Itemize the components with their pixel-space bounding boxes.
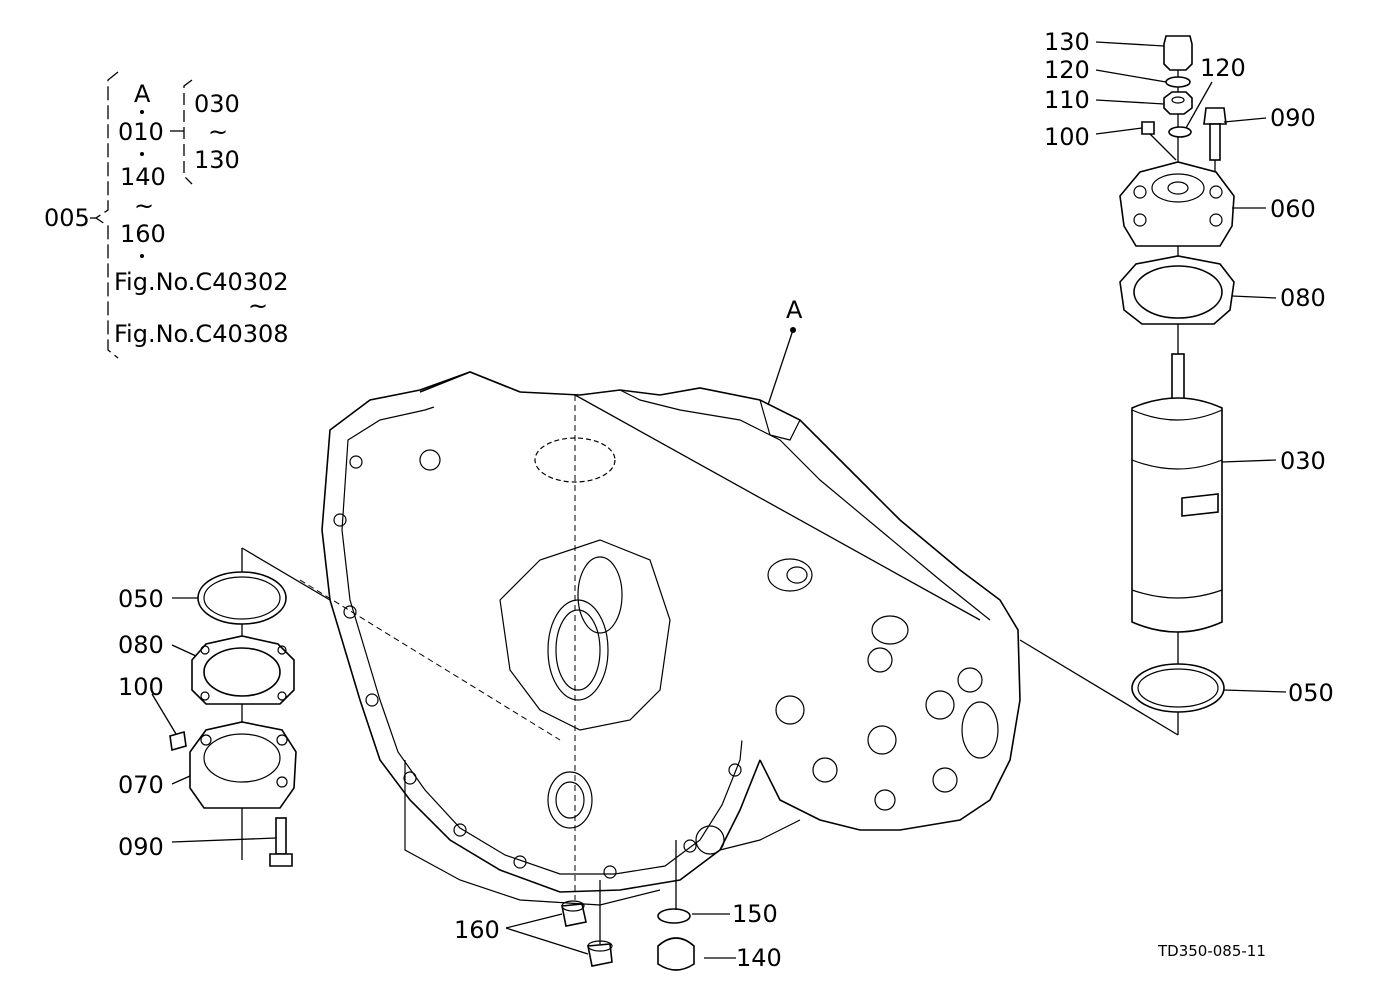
drawing-code: TD350-085-11 <box>1157 942 1266 960</box>
callout-090-top: 090 <box>1270 104 1316 132</box>
legend-fig-tilde: ~ <box>248 292 268 320</box>
legend-fig-start: Fig.No.C40302 <box>114 268 289 296</box>
transmission-case <box>299 371 1021 906</box>
callout-050-right: 050 <box>1288 679 1334 707</box>
ref-a-pointer: A <box>767 296 803 406</box>
bottom-plugs <box>561 840 695 971</box>
legend-sub-tilde: ~ <box>208 118 228 146</box>
callout-030: 030 <box>1280 447 1326 475</box>
assembly-legend: 005 A 010 030 ~ 130 140 ~ 160 Fig.No.C40… <box>44 71 289 359</box>
right-filter-assembly <box>1119 35 1235 735</box>
callout-130: 130 <box>1044 28 1090 56</box>
legend-sub-start: 030 <box>194 90 240 118</box>
callout-050-left: 050 <box>118 585 164 613</box>
callout-120-a: 120 <box>1044 56 1090 84</box>
callout-080-right: 080 <box>1280 284 1326 312</box>
callout-140: 140 <box>736 944 782 972</box>
legend-ref-a: A <box>134 80 151 108</box>
callout-060: 060 <box>1270 195 1316 223</box>
callout-110: 110 <box>1044 86 1090 114</box>
callout-100-top: 100 <box>1044 123 1090 151</box>
callout-100-left: 100 <box>118 673 164 701</box>
callout-090-left: 090 <box>118 833 164 861</box>
legend-range2-start: 140 <box>120 163 166 191</box>
legend-range2-end: 160 <box>120 220 166 248</box>
callout-080-left: 080 <box>118 631 164 659</box>
legend-range2-tilde: ~ <box>134 192 154 220</box>
legend-range-start: 010 <box>118 118 164 146</box>
ref-a-label: A <box>786 296 803 324</box>
leader-lines <box>151 41 1287 959</box>
callout-120-b: 120 <box>1200 54 1246 82</box>
assembly-number: 005 <box>44 204 90 232</box>
callout-160: 160 <box>454 916 500 944</box>
callout-070: 070 <box>118 771 164 799</box>
legend-sub-end: 130 <box>194 146 240 174</box>
callout-labels: 130 120 120 110 100 090 060 080 030 050 … <box>118 28 1334 972</box>
legend-fig-end: Fig.No.C40308 <box>114 320 289 348</box>
callout-150: 150 <box>732 900 778 928</box>
left-cover-assembly <box>169 548 297 867</box>
